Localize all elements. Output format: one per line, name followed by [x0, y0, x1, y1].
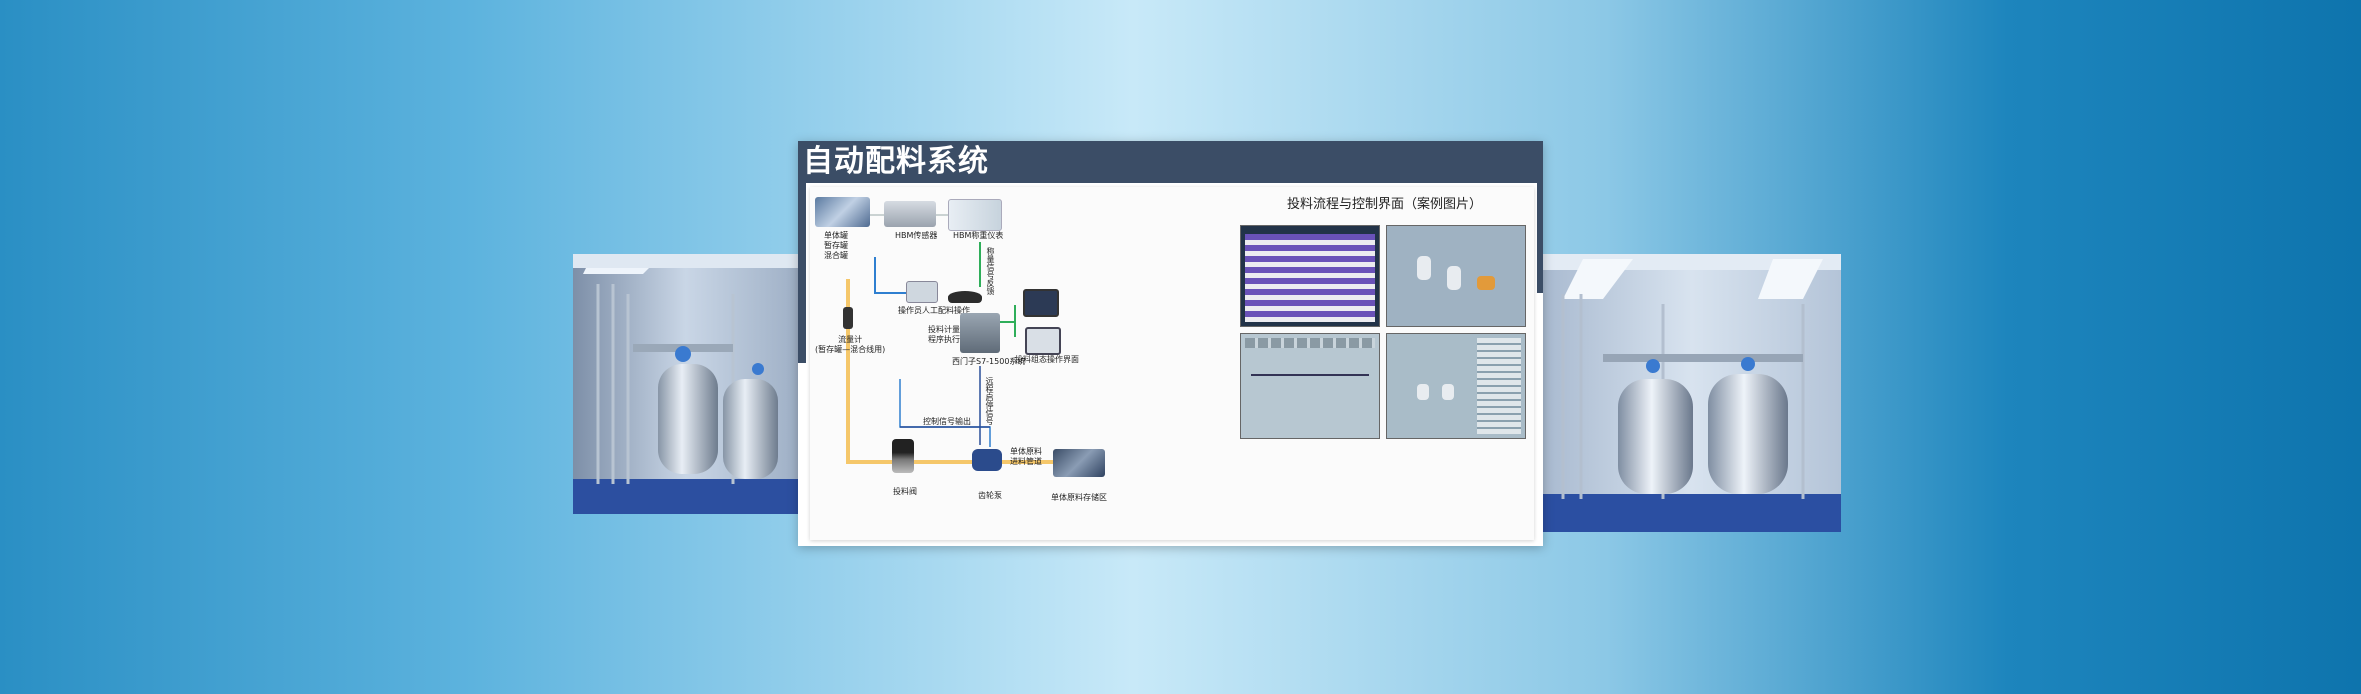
plc-label: 西门子S7-1500系统	[952, 357, 1026, 366]
metering-label: 投料计量 程序执行	[928, 325, 960, 344]
tanks-photo	[815, 197, 870, 227]
right-header-strip	[1537, 183, 1543, 293]
slide-header: 自动配料系统	[798, 141, 1543, 183]
remote-signal-label: 远程启停信号	[985, 377, 994, 425]
gear-pump-label: 齿轮泵	[978, 491, 1002, 500]
automatic-batching-slide: 自动配料系统 单体罐 暂存罐 混合罐 HBM传感器	[798, 141, 1543, 546]
screenshot-3	[1240, 333, 1380, 439]
material-powder-icon	[948, 291, 982, 303]
hmi-panel-icon	[1025, 327, 1061, 355]
hbm-meter-label: HBM称重仪表	[953, 231, 1004, 240]
manual-op-label: 操作员人工配料操作	[898, 306, 970, 315]
screens-caption: 投料流程与控制界面（案例图片）	[1287, 197, 1483, 212]
raw-pipe-label: 单体原料 进料管道	[1010, 447, 1042, 466]
screenshot-4	[1386, 333, 1526, 439]
screenshot-2	[1386, 225, 1526, 327]
flow-diagram-panel: 单体罐 暂存罐 混合罐 HBM传感器 HBM称重仪表 称量信号反馈 操作员人工配…	[810, 187, 1534, 540]
hbm-meter-icon	[948, 199, 1002, 231]
slide-title: 自动配料系统	[803, 144, 989, 179]
computer-monitor-icon	[1023, 289, 1059, 317]
hmi-label: 投料组态操作界面	[1015, 355, 1079, 364]
hbm-sensor-icon	[884, 201, 936, 227]
raw-storage-photo	[1053, 449, 1105, 477]
gear-pump-icon	[972, 449, 1002, 471]
tanks-label: 单体罐 暂存罐 混合罐	[824, 231, 848, 260]
hbm-sensor-label: HBM传感器	[895, 231, 938, 240]
weight-signal-label: 称量信号反馈	[986, 247, 995, 295]
plc-cabinet-icon	[960, 313, 1000, 353]
flowmeter-icon	[843, 307, 853, 329]
flowmeter-label: 流量计 (暂存罐—混合线用)	[815, 335, 886, 354]
left-equipment-photo	[573, 254, 798, 514]
control-out-label: 控制信号输出	[923, 417, 971, 426]
feed-valve-icon	[892, 439, 914, 473]
scale-terminal-icon	[906, 281, 938, 303]
screenshot-1	[1240, 225, 1380, 327]
right-equipment-photo	[1543, 254, 1841, 532]
feed-valve-label: 投料阀	[893, 487, 917, 496]
raw-storage-label: 单体原料存储区	[1051, 493, 1107, 502]
left-header-strip	[798, 183, 806, 363]
